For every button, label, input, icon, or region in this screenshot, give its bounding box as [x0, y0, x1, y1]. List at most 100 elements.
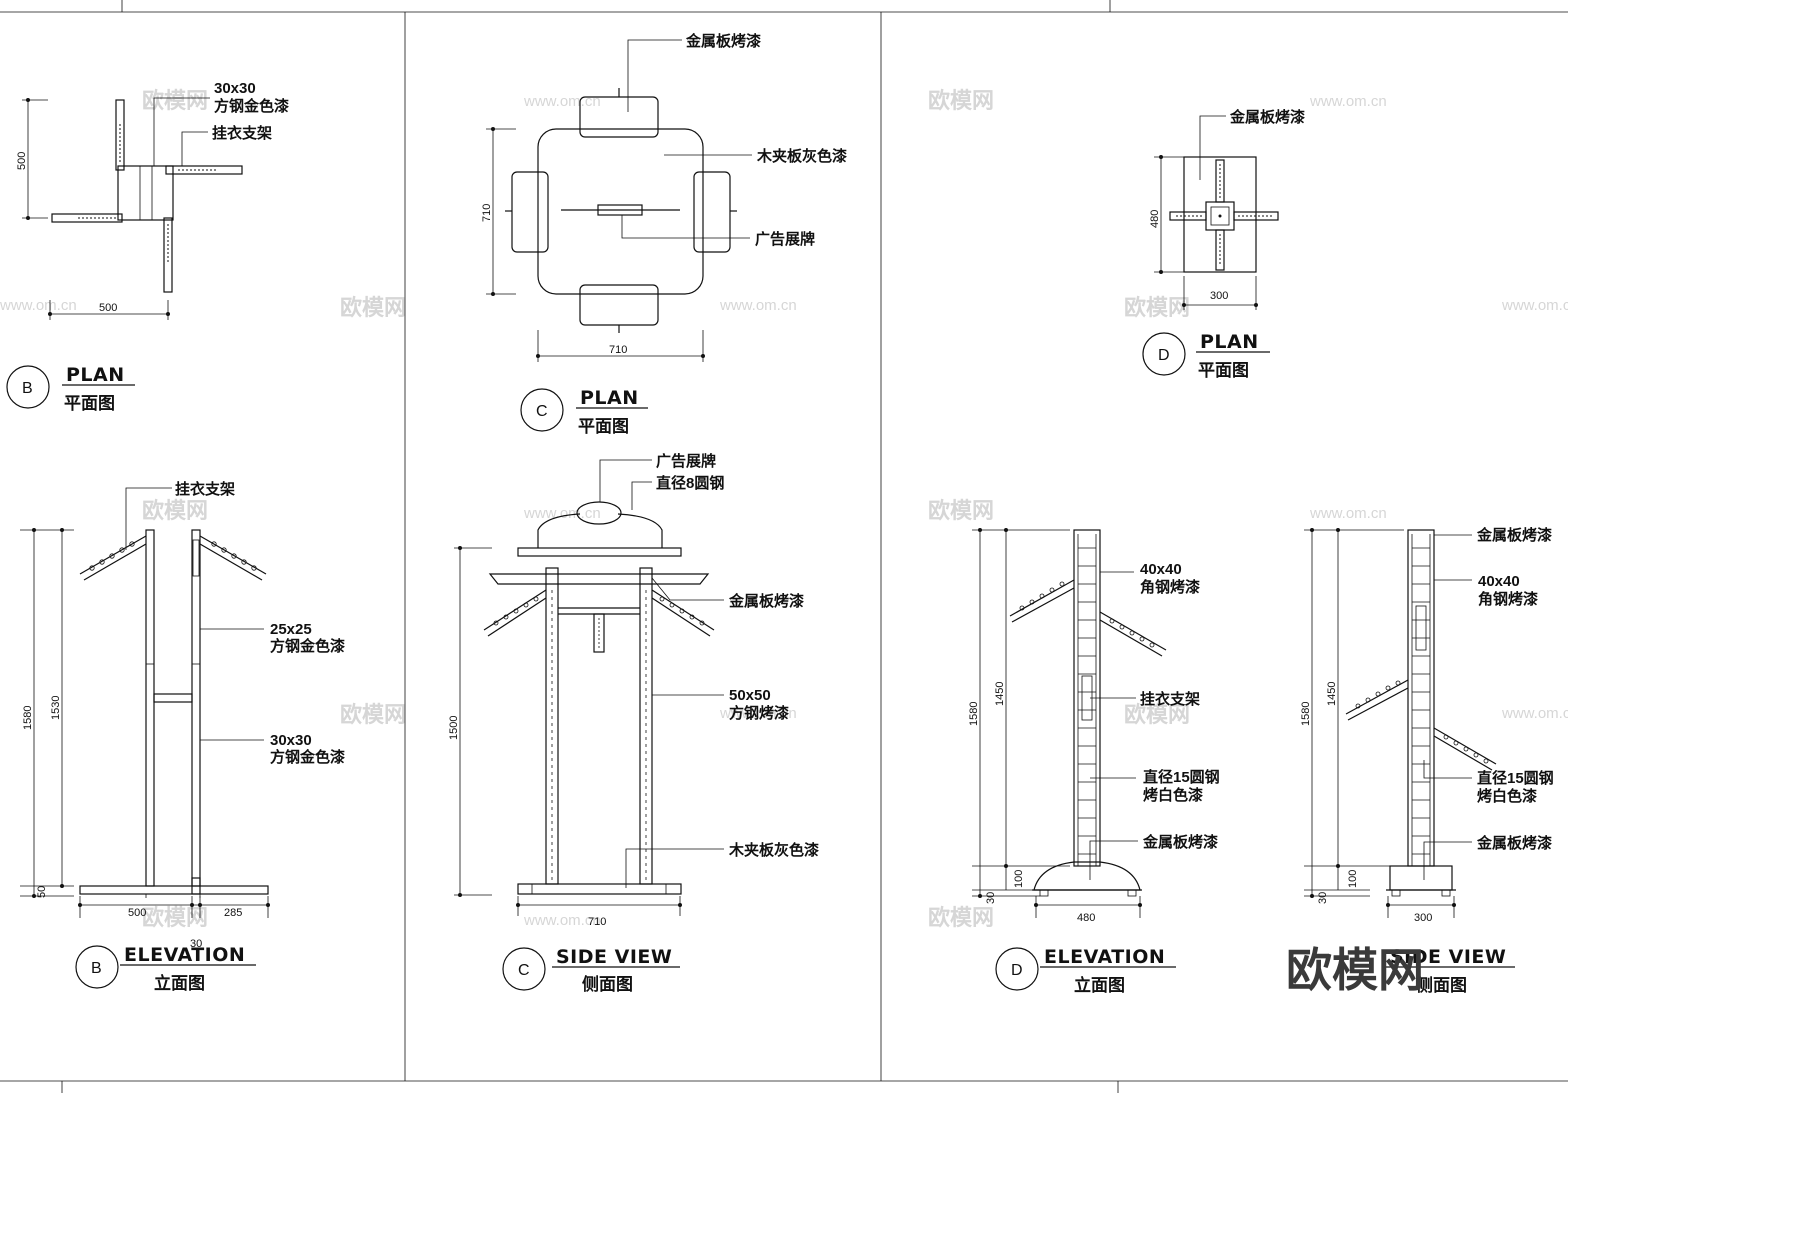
b-elev-width-dim: 500 — [128, 907, 146, 919]
d-elev-tag: D — [1011, 962, 1023, 979]
watermark-url: www.om.cn — [1309, 505, 1387, 522]
d-elev-angle-finish-label: 角钢烤漆 — [1140, 578, 1200, 596]
c-side-title: SIDE VIEW — [556, 946, 672, 968]
watermark-url: www.om.cn — [719, 297, 797, 314]
b-plan-height-dim: 500 — [16, 152, 28, 170]
drawing-sheet: 欧模网 欧模网 欧模网 欧模网 欧模网 欧模网 欧模网 欧模网 欧模网 欧模网 … — [0, 0, 1568, 1093]
c-plan-title: PLAN — [580, 387, 639, 409]
watermark-cn: 欧模网 — [928, 498, 994, 523]
watermark-cn: 欧模网 — [1124, 295, 1190, 320]
b-elev-total-dim: 1580 — [22, 706, 34, 730]
c-plan-tag: C — [536, 403, 548, 420]
c-plan-sign-label: 广告展牌 — [755, 230, 815, 248]
c-plan-width-dim: 710 — [609, 344, 627, 356]
d-side-rod-label: 直径15圆钢 — [1477, 769, 1554, 787]
b-elev-steel-b-label: 30x30 — [270, 732, 312, 749]
d-plan-title: PLAN — [1200, 331, 1259, 353]
c-plan-wood-label: 木夹板灰色漆 — [756, 147, 847, 165]
b-elev-tag: B — [91, 960, 102, 977]
c-side-sign-label: 广告展牌 — [656, 452, 716, 470]
b-elev-steel-a-label: 25x25 — [270, 621, 312, 638]
d-side-base-dim: 100 — [1347, 870, 1359, 888]
watermark-url: www.om.cn — [523, 912, 601, 929]
b-plan-drawing: 500 500 30x30 方钢金色漆 挂衣支架 B PLAN 平面图 — [6, 80, 289, 413]
d-side-drawing: 1580 1450 100 30 300 — [1300, 526, 1554, 995]
watermark-url: www.om.cn — [1309, 93, 1387, 110]
watermark-cn: 欧模网 — [1124, 702, 1190, 727]
watermark-cn: 欧模网 — [142, 88, 208, 113]
d-elev-rod-finish-label: 烤白色漆 — [1143, 786, 1203, 804]
b-plan-tag: B — [22, 380, 33, 397]
c-side-subtitle: 侧面图 — [582, 974, 633, 994]
d-elev-foot-dim: 30 — [985, 892, 997, 904]
watermark-cn: 欧模网 — [340, 295, 406, 320]
d-elev-rod-label: 直径15圆钢 — [1143, 768, 1220, 786]
c-plan-subtitle: 平面图 — [578, 417, 629, 436]
c-plan-height-dim: 710 — [481, 204, 493, 222]
d-side-title: SIDE VIEW — [1390, 946, 1506, 968]
b-elev-gap-dim: 30 — [190, 938, 202, 950]
c-side-rod-label: 直径8圆钢 — [656, 474, 724, 492]
watermarks: 欧模网 欧模网 欧模网 欧模网 欧模网 欧模网 欧模网 欧模网 欧模网 欧模网 … — [0, 88, 1568, 930]
d-plan-width-dim: 300 — [1210, 290, 1228, 302]
cad-drawing: 欧模网 欧模网 欧模网 欧模网 欧模网 欧模网 欧模网 欧模网 欧模网 欧模网 … — [0, 0, 1568, 1093]
c-side-drawing: 1500 710 — [448, 452, 819, 994]
watermark-url: www.om.cn — [719, 705, 797, 722]
watermark-url: www.om.cn — [523, 505, 601, 522]
b-elev-subtitle: 立面图 — [154, 973, 205, 993]
watermark-url: www.om.cn — [1501, 705, 1568, 722]
d-side-metal-top-label: 金属板烤漆 — [1476, 526, 1552, 544]
d-elev-base-dim: 100 — [1013, 870, 1025, 888]
d-elev-width-dim: 480 — [1077, 912, 1095, 924]
c-side-width-dim: 710 — [588, 916, 606, 928]
watermark-url: www.om.cn — [523, 93, 601, 110]
b-elev-upper-dim: 1530 — [50, 696, 62, 720]
d-elev-metal-label: 金属板烤漆 — [1142, 833, 1218, 851]
d-elev-subtitle: 立面图 — [1074, 975, 1125, 995]
c-side-height-dim: 1500 — [448, 716, 460, 740]
d-elev-angle-label: 40x40 — [1140, 561, 1182, 578]
c-plan-drawing: 710 710 金属板烤漆 木夹板灰色漆 广告展牌 C PLAN 平面图 — [481, 32, 847, 436]
watermark-logo: 欧模网 — [1286, 944, 1424, 996]
c-side-tag: C — [518, 962, 530, 979]
d-side-rod-finish-label: 烤白色漆 — [1477, 787, 1537, 805]
b-elev-steel-a-finish-label: 方钢金色漆 — [270, 637, 345, 655]
d-plan-tag: D — [1158, 347, 1170, 364]
d-side-metal-label: 金属板烤漆 — [1476, 834, 1552, 852]
c-side-steel-label: 50x50 — [729, 687, 771, 704]
watermark-cn: 欧模网 — [142, 905, 208, 930]
d-side-subtitle: 侧面图 — [1416, 975, 1467, 995]
b-plan-title: PLAN — [66, 364, 125, 386]
watermark-cn: 欧模网 — [340, 702, 406, 727]
d-side-total-dim: 1580 — [1300, 702, 1312, 726]
b-plan-steel-finish-label: 方钢金色漆 — [214, 97, 289, 115]
b-elev-base-dim: 50 — [36, 886, 48, 898]
d-plan-drawing: 480 300 金属板烤漆 D PLAN 平面图 — [1142, 108, 1305, 380]
b-elev-steel-b-finish-label: 方钢金色漆 — [270, 748, 345, 766]
c-plan-metal-label: 金属板烤漆 — [685, 32, 761, 50]
d-side-width-dim: 300 — [1414, 912, 1432, 924]
c-side-steel-finish-label: 方钢烤漆 — [729, 704, 789, 722]
d-side-angle-finish-label: 角钢烤漆 — [1478, 590, 1538, 608]
b-plan-width-dim: 500 — [99, 302, 117, 314]
d-elevation-drawing: 1580 1450 100 30 480 — [968, 528, 1220, 995]
d-plan-subtitle: 平面图 — [1198, 361, 1249, 380]
b-plan-steel-label: 30x30 — [214, 80, 256, 97]
d-side-foot-dim: 30 — [1317, 892, 1329, 904]
b-elev-hanger-label: 挂衣支架 — [175, 480, 235, 498]
d-side-angle-label: 40x40 — [1478, 573, 1520, 590]
d-elev-upper-dim: 1450 — [994, 682, 1006, 706]
watermark-cn: 欧模网 — [142, 498, 208, 523]
d-elev-total-dim: 1580 — [968, 702, 980, 726]
b-elev-arm-dim: 285 — [224, 907, 242, 919]
b-plan-hanger-label: 挂衣支架 — [212, 124, 272, 142]
d-plan-metal-label: 金属板烤漆 — [1229, 108, 1305, 126]
b-elev-title: ELEVATION — [124, 944, 245, 966]
d-plan-height-dim: 480 — [1149, 210, 1161, 228]
watermark-cn: 欧模网 — [928, 88, 994, 113]
d-elev-title: ELEVATION — [1044, 946, 1165, 968]
b-plan-subtitle: 平面图 — [64, 394, 115, 413]
watermark-cn: 欧模网 — [928, 905, 994, 930]
watermark-url: www.om.cn — [0, 297, 77, 314]
d-side-upper-dim: 1450 — [1326, 682, 1338, 706]
